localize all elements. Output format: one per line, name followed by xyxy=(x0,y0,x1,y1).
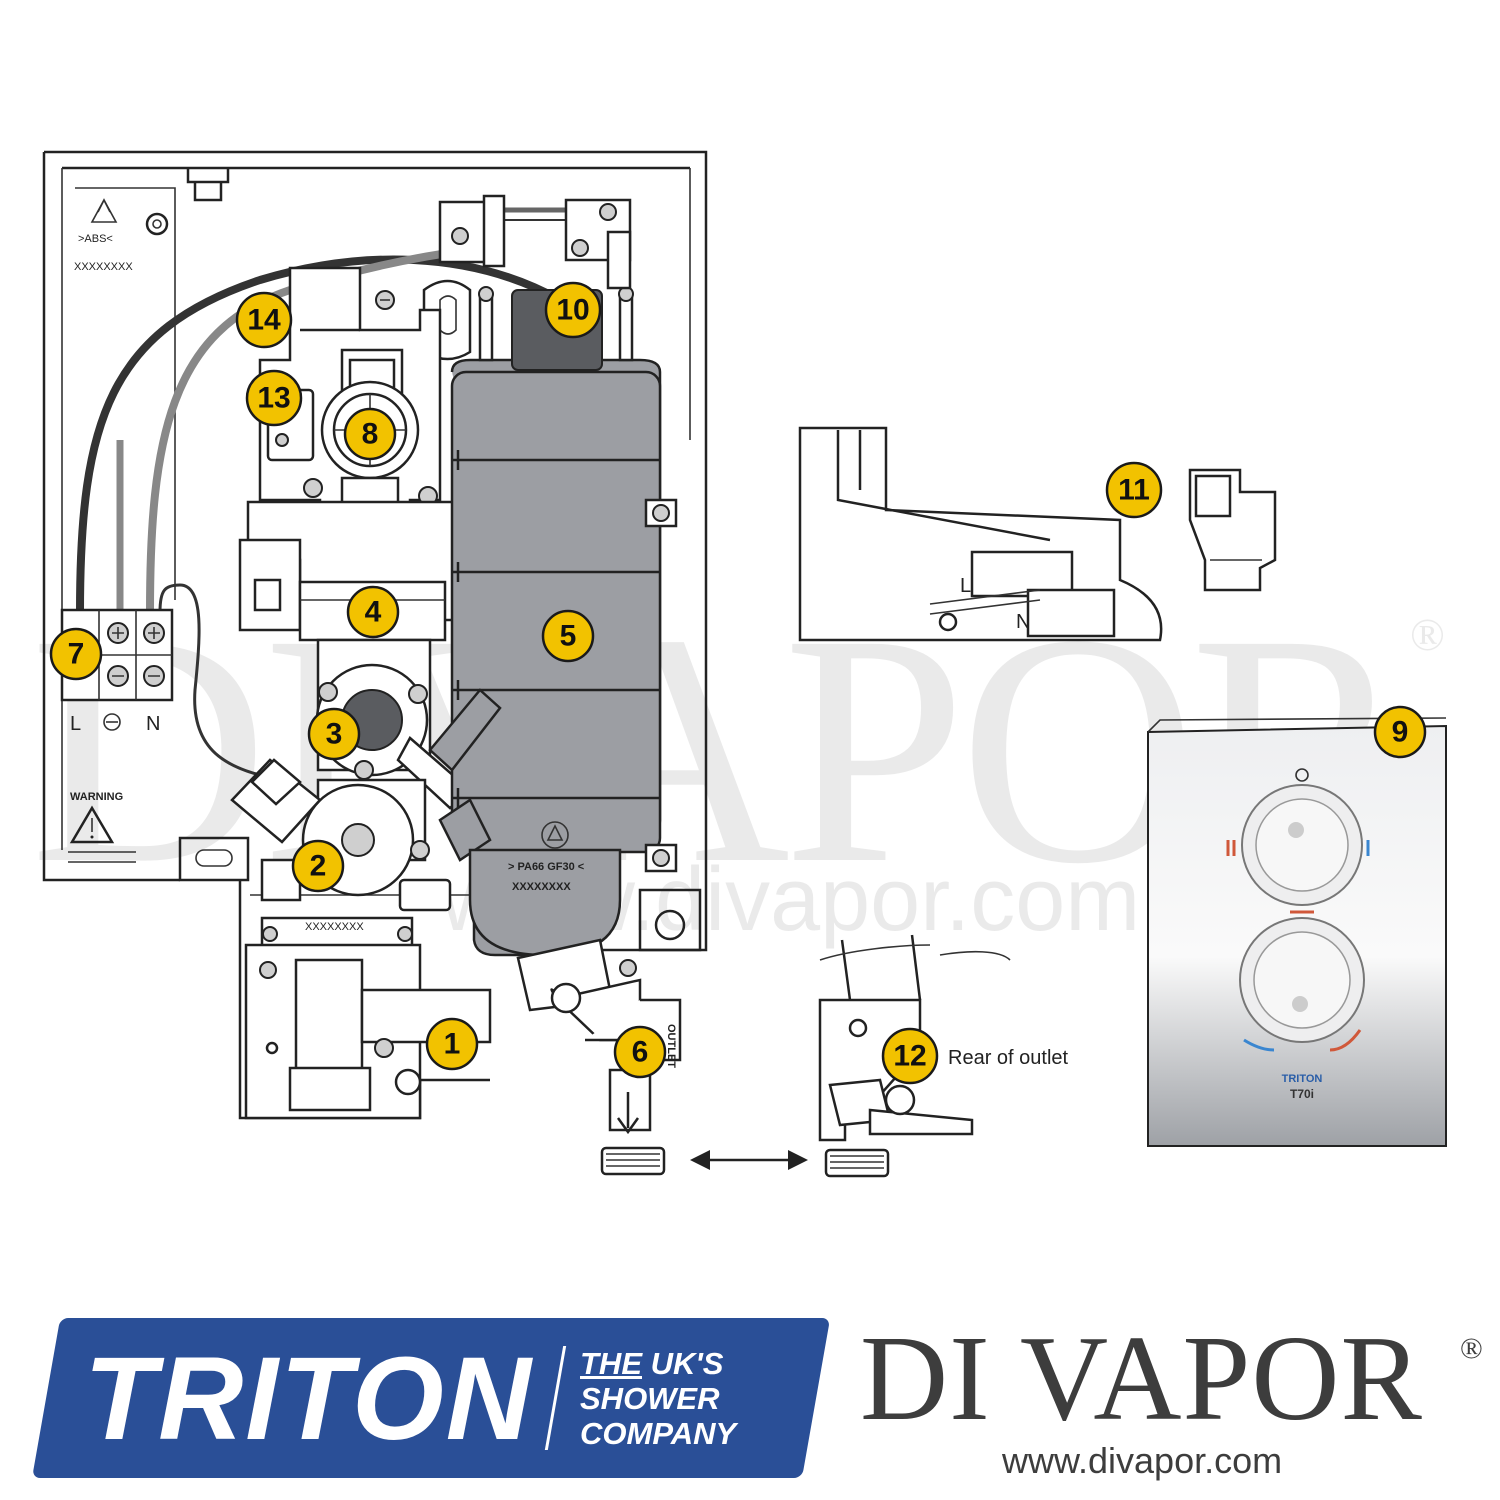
plate-label: XXXXXXXX xyxy=(305,921,364,933)
serial-mark: XXXXXXXX xyxy=(74,261,133,273)
svg-text:2: 2 xyxy=(310,850,327,883)
triton-brand-text: TRITON xyxy=(84,1333,534,1465)
front-cover: TRITON T70i xyxy=(1147,717,1447,1147)
callout-9: 9 xyxy=(1373,705,1427,759)
triton-tagline: THE UK'S SHOWER COMPANY xyxy=(580,1346,790,1451)
double-arrow xyxy=(690,1150,808,1170)
svg-text:8: 8 xyxy=(362,418,379,451)
callout-7: 7 xyxy=(49,627,103,681)
callout-1: 1 xyxy=(425,1017,479,1071)
callout-6: 6 xyxy=(613,1025,667,1079)
callout-10: 10 xyxy=(544,281,602,339)
divapor-registered-mark: ® xyxy=(1460,1332,1483,1365)
inlet-valve xyxy=(244,943,492,1120)
callout-3: 3 xyxy=(307,707,361,761)
svg-text:6: 6 xyxy=(632,1036,649,1069)
tagline-uks: UK'S xyxy=(650,1346,724,1381)
heater-material-mark: > PA66 GF30 < xyxy=(508,861,584,873)
svg-text:11: 11 xyxy=(1118,474,1150,507)
callout-2: 2 xyxy=(291,839,345,893)
warning-label: WARNING xyxy=(68,791,136,863)
svg-text:1: 1 xyxy=(444,1028,461,1061)
bracket-label-l: L xyxy=(960,575,971,597)
svg-text:7: 7 xyxy=(68,638,85,671)
power-icon xyxy=(1295,768,1309,782)
svg-text:10: 10 xyxy=(556,294,589,327)
svg-text:4: 4 xyxy=(365,596,382,629)
terminal-label-l: L xyxy=(70,713,81,735)
warning-text: WARNING xyxy=(70,791,123,803)
recycle-icon xyxy=(90,198,118,223)
panel-brand: TRITON xyxy=(1282,1073,1323,1085)
svg-text:3: 3 xyxy=(326,718,343,751)
triton-logo: TRITON THE UK'S SHOWER COMPANY xyxy=(32,1318,831,1478)
watermark-reg: ® xyxy=(1410,609,1445,660)
svg-text:13: 13 xyxy=(257,382,290,415)
callout-4: 4 xyxy=(346,585,400,639)
svg-text:9: 9 xyxy=(1392,716,1409,749)
panel-model: T70i xyxy=(1290,1087,1314,1101)
tagline-company: COMPANY xyxy=(580,1416,737,1451)
earth-icon xyxy=(103,713,121,731)
divapor-url: www.divapor.com xyxy=(1002,1440,1283,1481)
svg-text:12: 12 xyxy=(893,1040,926,1073)
svg-text:14: 14 xyxy=(247,304,281,337)
outlet-stamp: OUTLET xyxy=(665,1024,677,1068)
mounting-bracket: L N xyxy=(798,426,1277,642)
tagline-the: THE xyxy=(580,1346,642,1381)
callout-5: 5 xyxy=(541,609,595,663)
callout-8: 8 xyxy=(343,407,397,461)
divapor-logo: DI VAPOR ® www.divapor.com xyxy=(860,1311,1483,1488)
divapor-name: DI VAPOR xyxy=(860,1311,1423,1446)
callout-11: 11 xyxy=(1105,461,1163,519)
callout-12: 12 xyxy=(881,1027,939,1085)
callout-13: 13 xyxy=(245,369,303,427)
warning-icon xyxy=(69,805,115,844)
rear-outlet-assembly: Rear of outlet xyxy=(818,934,1069,1178)
bracket-label-n: N xyxy=(1016,611,1030,633)
rear-of-outlet-caption: Rear of outlet xyxy=(948,1047,1069,1069)
recycle-icon-heater xyxy=(541,821,569,849)
heater-serial-mark: XXXXXXXX xyxy=(512,881,571,893)
callout-14: 14 xyxy=(235,291,293,349)
abs-mark: >ABS< xyxy=(78,233,113,245)
svg-text:5: 5 xyxy=(560,620,577,653)
terminal-label-n: N xyxy=(146,713,160,735)
tagline-shower: SHOWER xyxy=(580,1381,720,1416)
